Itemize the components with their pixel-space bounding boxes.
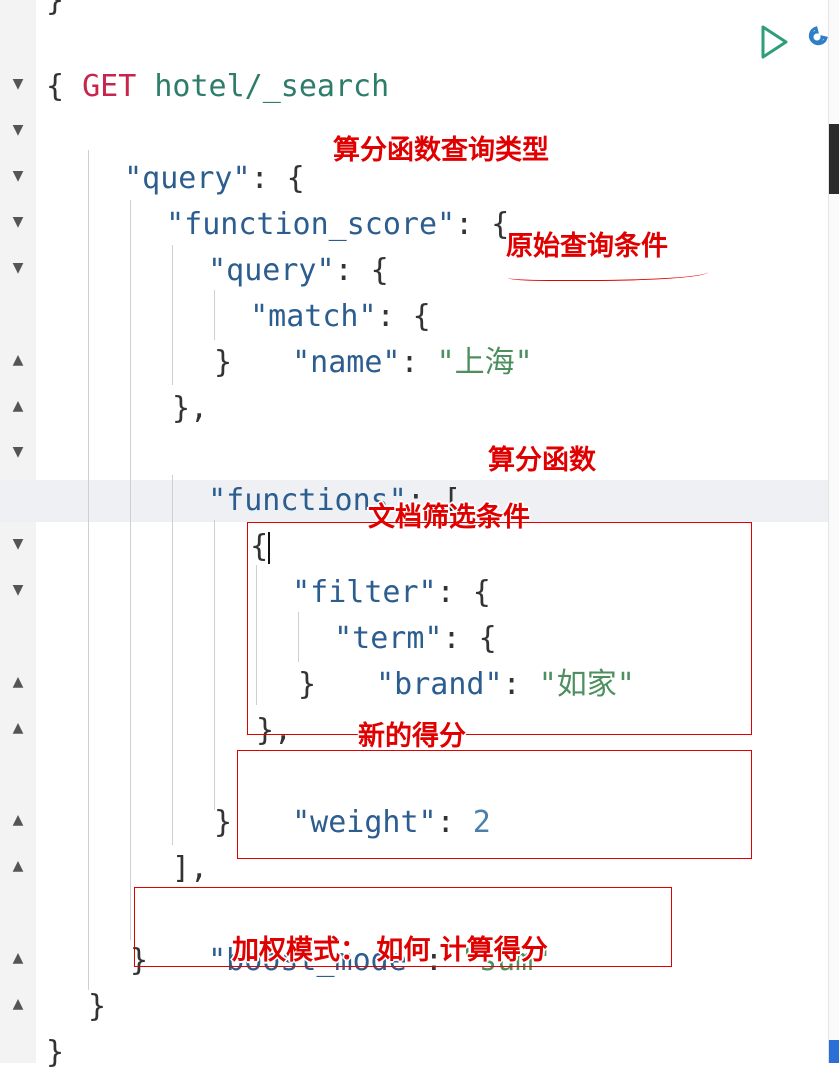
annotation-underline [508, 266, 708, 281]
code-line: }, [172, 391, 209, 426]
annotation-box-weight [237, 750, 752, 859]
fold-close-icon[interactable]: ▲ [12, 352, 24, 368]
fold-close-icon[interactable]: ▲ [12, 858, 24, 874]
fold-open-icon[interactable]: ▼ [12, 168, 24, 184]
annotation-box-filter [247, 522, 752, 735]
code-line: } [88, 989, 107, 1024]
fold-open-icon[interactable]: ▼ [12, 582, 24, 598]
code-line: "weight": 2 [292, 805, 491, 840]
indent-guide [214, 290, 215, 340]
code-line: } [46, 0, 65, 18]
code-line: "term": { [334, 621, 497, 656]
fold-close-icon[interactable]: ▲ [12, 950, 24, 966]
json-key: "name" [292, 345, 401, 380]
fold-open-icon[interactable]: ▼ [12, 260, 24, 276]
json-key: "term" [334, 621, 443, 656]
json-number: 2 [472, 805, 491, 840]
code-line: } [214, 805, 233, 840]
play-triangle-icon[interactable] [760, 24, 790, 64]
code-line: }, [256, 713, 293, 748]
json-key: "functions" [208, 483, 407, 518]
json-key: "weight" [292, 805, 437, 840]
indent-guide [256, 565, 257, 705]
fold-open-icon[interactable]: ▼ [12, 536, 24, 552]
indent-guide [172, 245, 173, 385]
fold-close-icon[interactable]: ▲ [12, 674, 24, 690]
code-line: "brand": "如家" [376, 667, 635, 702]
code-line: "boost_mode": "sum" [208, 943, 552, 978]
code-line: "function_score": { [166, 207, 510, 242]
fold-close-icon[interactable]: ▲ [12, 720, 24, 736]
right-panel-edge [828, 0, 839, 1063]
json-key: "match" [250, 299, 377, 334]
annotation-score-function-query-type: 算分函数查询类型 [333, 135, 549, 166]
fold-open-icon[interactable]: ▼ [12, 444, 24, 460]
indent-guide [172, 475, 173, 845]
code-line: "match": { [250, 299, 431, 334]
json-key: "filter" [292, 575, 437, 610]
active-line-highlight [0, 480, 828, 522]
json-key: "function_score" [166, 207, 456, 242]
fold-open-icon[interactable]: ▼ [12, 214, 24, 230]
code-line: "query": { [124, 161, 305, 196]
json-string: "如家" [538, 667, 635, 702]
json-key: "query" [124, 161, 251, 196]
fold-close-icon[interactable]: ▲ [12, 398, 24, 414]
code-line[interactable]: { [250, 529, 271, 564]
wrench-icon[interactable] [806, 24, 828, 62]
annotation-document-filter-condition: 文档筛选条件 [368, 502, 530, 533]
code-line: } [46, 1035, 65, 1070]
code-line: ], [172, 851, 209, 886]
line-gutter: ▼ ▼ ▼ ▼ ▼ ▲ ▲ ▼ ▼ ▼ ▼ ▲ ▲ ▲ ▲ ▲ ▲ [0, 0, 36, 1063]
annotation-score-function: 算分函数 [488, 445, 596, 476]
code-line: { [46, 69, 65, 104]
annotation-new-score: 新的得分 [358, 721, 466, 752]
fold-close-icon[interactable]: ▲ [12, 996, 24, 1012]
fold-close-icon[interactable]: ▲ [12, 812, 24, 828]
indent-guide [298, 612, 299, 662]
json-string: "上海" [436, 345, 533, 380]
right-panel-dark-block [829, 124, 839, 194]
http-method: GET [82, 69, 137, 104]
code-line: } [214, 345, 233, 380]
fold-open-icon[interactable]: ▼ [12, 76, 24, 92]
annotation-box-boost-mode [134, 887, 672, 967]
json-string: "sum" [461, 943, 552, 978]
fold-open-icon[interactable]: ▼ [12, 122, 24, 138]
indent-guide [88, 150, 89, 990]
json-key: "boost_mode" [208, 943, 425, 978]
right-panel-blue-block [829, 1040, 839, 1063]
request-path: hotel/_search [154, 69, 390, 104]
text-cursor [268, 531, 271, 564]
indent-guide [130, 200, 131, 940]
request-line[interactable]: GET hotel/_search [46, 18, 389, 104]
json-key: "query" [208, 253, 335, 288]
code-line: "name": "上海" [292, 345, 533, 380]
json-key: "brand" [376, 667, 503, 702]
code-line: "query": { [208, 253, 389, 288]
code-line: "functions": [ [208, 483, 461, 518]
annotation-original-query-condition: 原始查询条件 [506, 231, 668, 262]
annotation-boost-mode: 加权模式： 如何 计算得分 [232, 935, 548, 966]
code-line: } [298, 667, 317, 702]
indent-guide [214, 520, 215, 810]
code-line: "filter": { [292, 575, 491, 610]
